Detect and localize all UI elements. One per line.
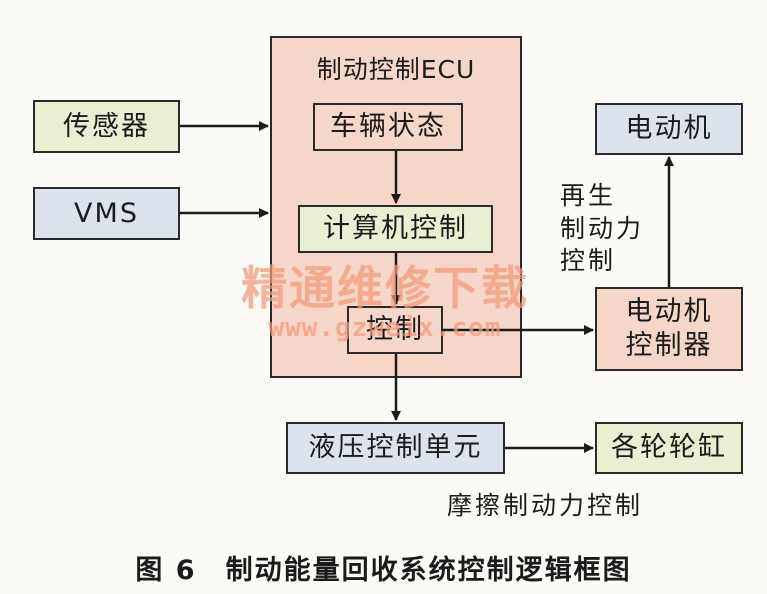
control-box: 控制 (347, 306, 443, 354)
regen-brake-label: 再生 制动力 控制 (560, 181, 645, 275)
wheel-cylinders-box: 各轮轮缸 (595, 422, 743, 474)
ecu-title: 制动控制ECU (316, 55, 476, 84)
sensor-box: 传感器 (33, 100, 180, 153)
motor-controller-box: 电动机 控制器 (595, 287, 743, 371)
vms-box: VMS (33, 187, 180, 240)
vehicle-state-box: 车辆状态 (313, 103, 463, 151)
figure-caption: 图 6 制动能量回收系统控制逻辑框图 (135, 555, 632, 586)
friction-brake-label: 摩擦制动力控制 (447, 491, 644, 520)
hydraulic-control-unit-box: 液压控制单元 (286, 422, 505, 474)
motor-box: 电动机 (595, 103, 743, 155)
computer-control-box: 计算机控制 (298, 205, 493, 253)
